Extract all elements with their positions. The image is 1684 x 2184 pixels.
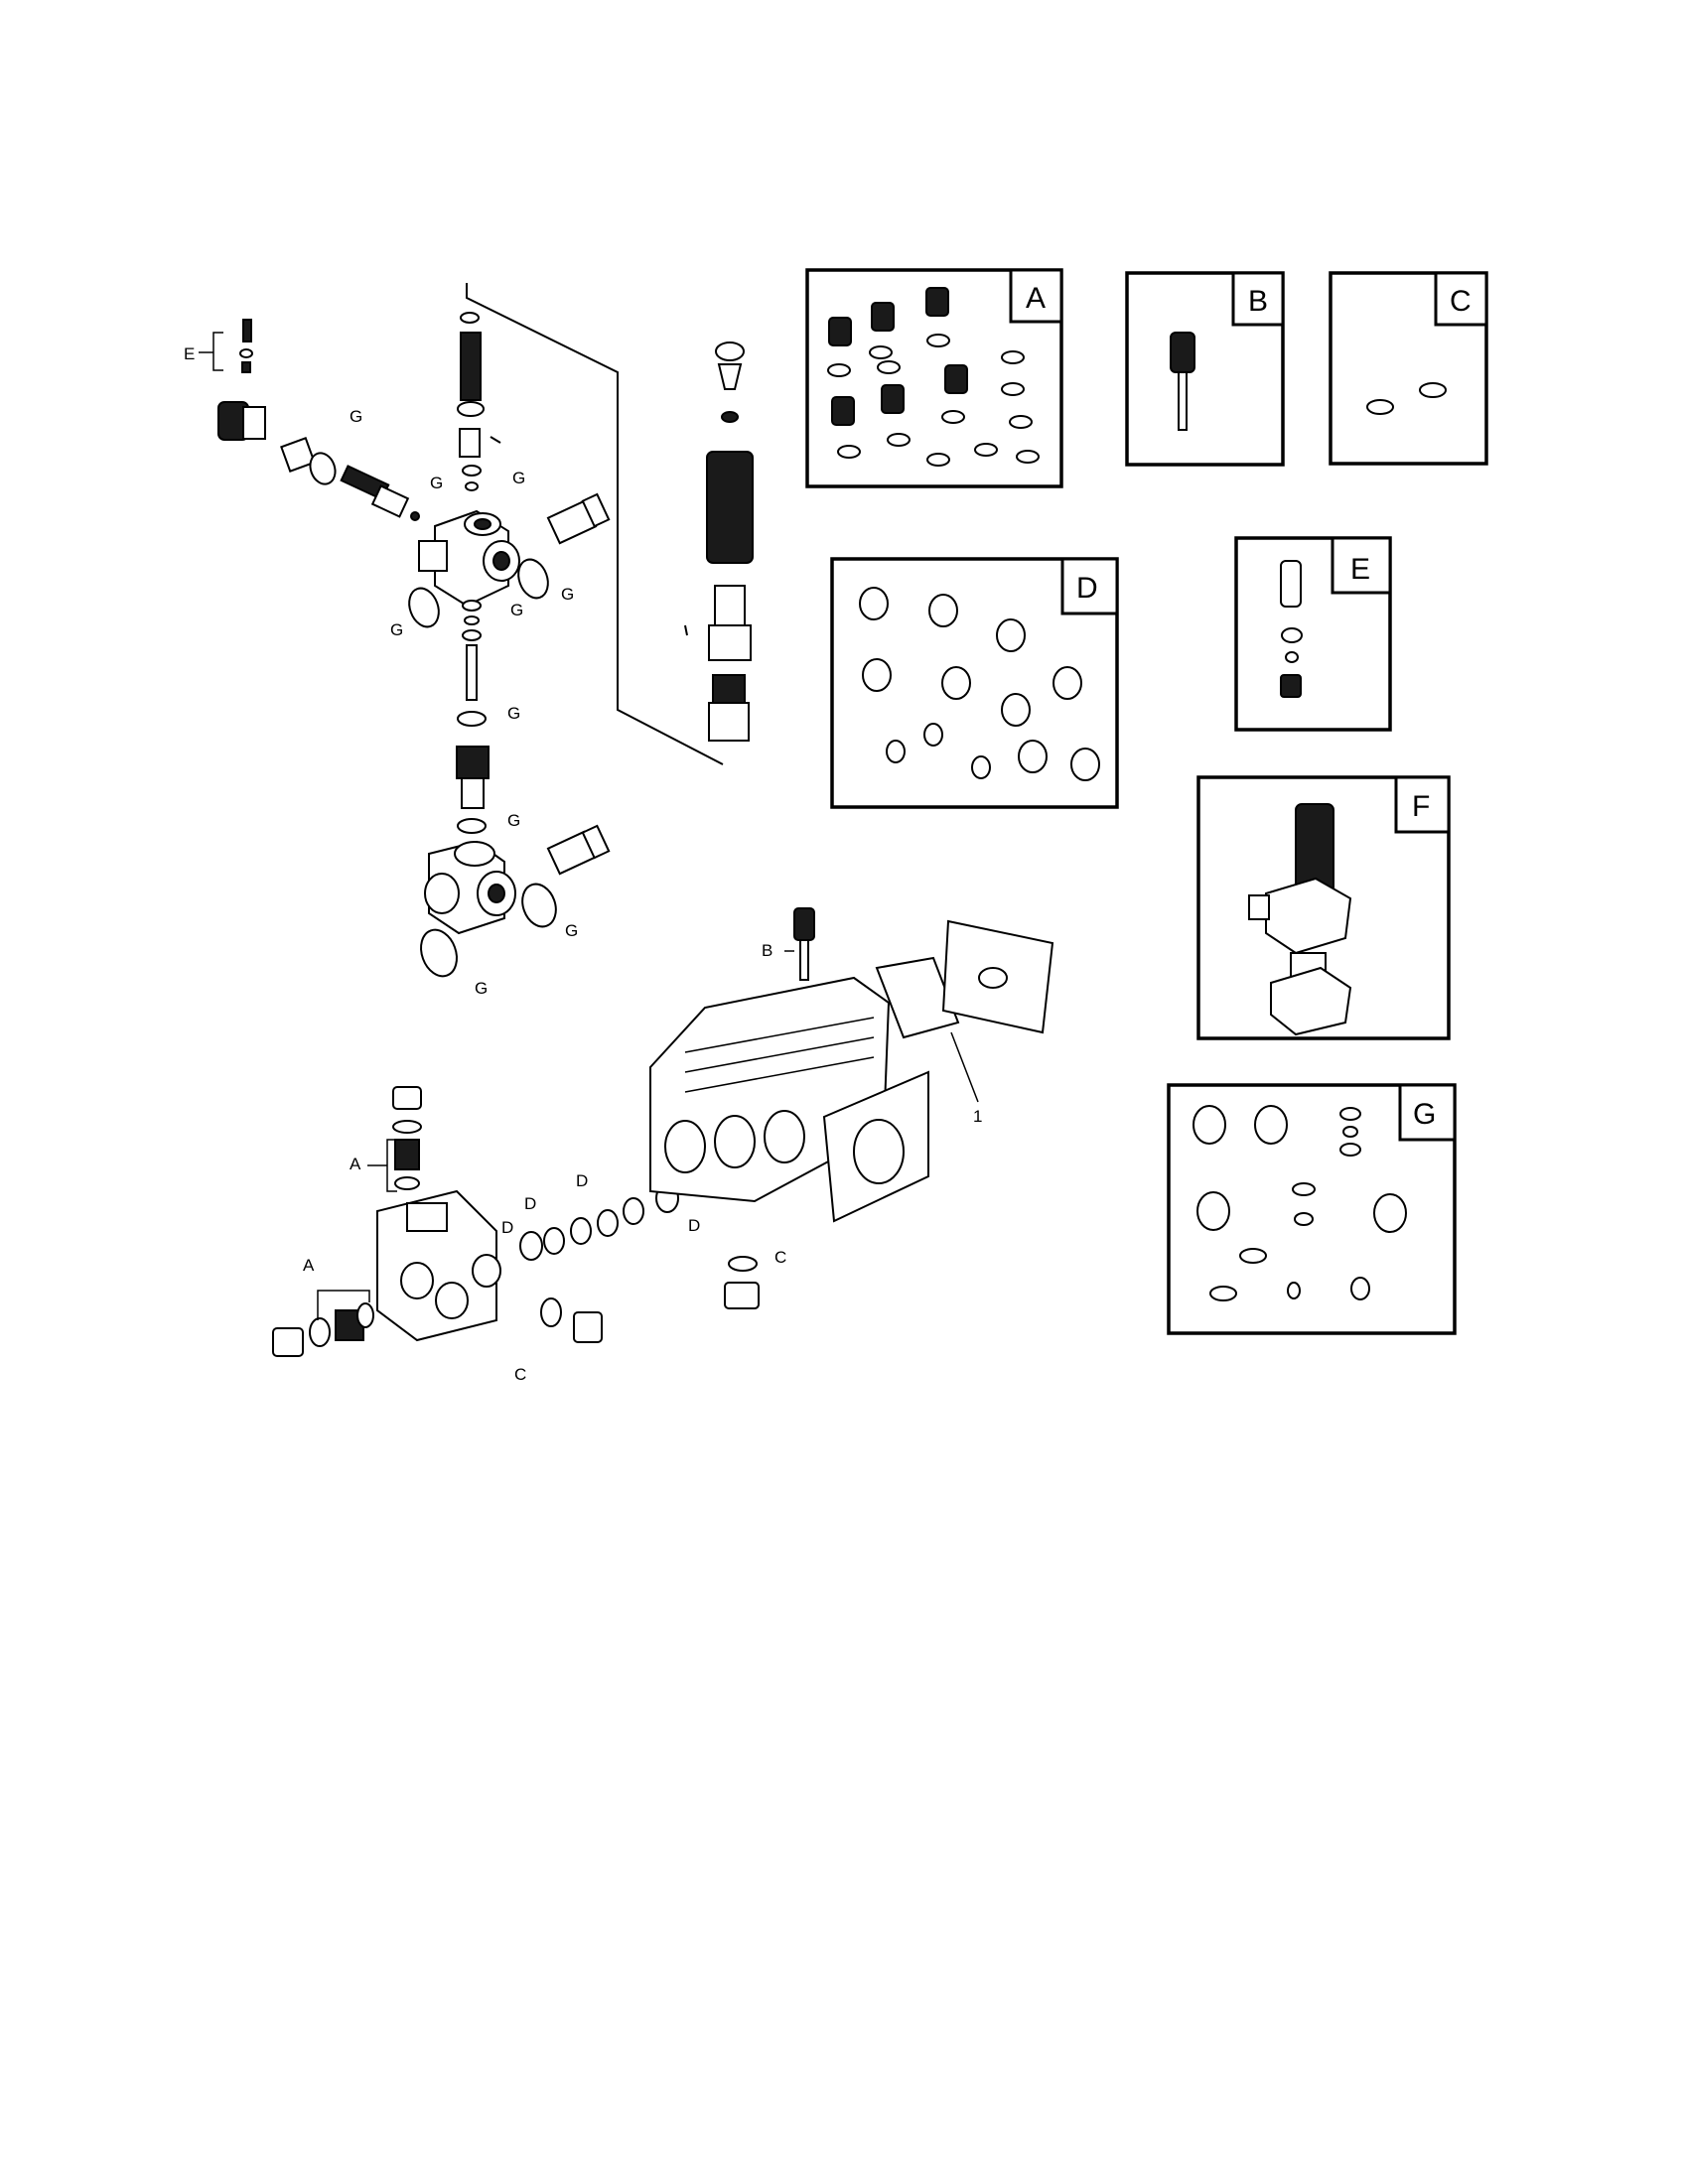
- kit-label-e: E: [1350, 553, 1370, 586]
- dipstick-part: [793, 907, 815, 981]
- kit-box-a: A: [805, 268, 1063, 488]
- callout-d: D: [576, 1171, 588, 1190]
- callout-g: G: [390, 620, 403, 639]
- callout-g: G: [350, 407, 362, 426]
- valve-tee-body: [418, 509, 520, 608]
- callout-e: E: [184, 344, 195, 363]
- callout-c: C: [774, 1248, 786, 1267]
- kit-label-b: B: [1248, 285, 1268, 318]
- kit-label-g: G: [1413, 1098, 1436, 1131]
- callout-1: 1: [973, 1107, 982, 1126]
- o-ring-part: [462, 600, 482, 612]
- spring-part: [457, 312, 501, 491]
- crankcase: [649, 907, 1054, 1223]
- callout-labels: E G G G G G G G G G G B 1 A A D D D D C …: [184, 344, 982, 1384]
- callout-a: A: [350, 1155, 361, 1173]
- callout-b: B: [762, 941, 772, 960]
- pump-head-manifold: [272, 1086, 603, 1357]
- callout-g: G: [475, 979, 488, 998]
- kit-label-a: A: [1026, 282, 1046, 315]
- valve-stem-part: [466, 644, 478, 701]
- callout-d: D: [688, 1216, 700, 1235]
- gasket-part: [875, 956, 960, 1039]
- kit-label-d: D: [1076, 572, 1098, 605]
- callout-c: C: [514, 1365, 526, 1384]
- plug-part: [546, 492, 611, 545]
- regulator-knob-part: [706, 451, 754, 564]
- callout-g: G: [512, 469, 525, 487]
- kit-box-e: E: [1234, 536, 1392, 732]
- kit-box-d: D: [830, 557, 1119, 809]
- kit-box-f: F: [1196, 775, 1451, 1040]
- callout-a: A: [303, 1256, 315, 1275]
- callout-g: G: [507, 704, 520, 723]
- callout-g: G: [510, 601, 523, 619]
- plug-part: [546, 824, 611, 876]
- callout-d: D: [501, 1218, 513, 1237]
- callout-g: G: [561, 585, 574, 604]
- kit-label-c: C: [1450, 285, 1472, 318]
- callout-g: G: [507, 811, 520, 830]
- callout-d: D: [524, 1194, 536, 1213]
- pressure-regulator-assembly: [684, 341, 754, 742]
- plunger-seal-stack: [519, 1183, 760, 1309]
- callout-g: G: [430, 474, 443, 492]
- kit-box-b: B: [1125, 271, 1285, 467]
- lower-valve-tee: [424, 840, 516, 935]
- kit-label-f: F: [1412, 790, 1430, 823]
- inlet-fitting-part: [217, 319, 266, 441]
- unloader-valve-assembly: [199, 283, 724, 978]
- kit-box-g: G: [1167, 1083, 1457, 1335]
- kit-box-c: C: [1329, 271, 1488, 466]
- fitting-part: [456, 746, 490, 809]
- callout-g: G: [565, 921, 578, 940]
